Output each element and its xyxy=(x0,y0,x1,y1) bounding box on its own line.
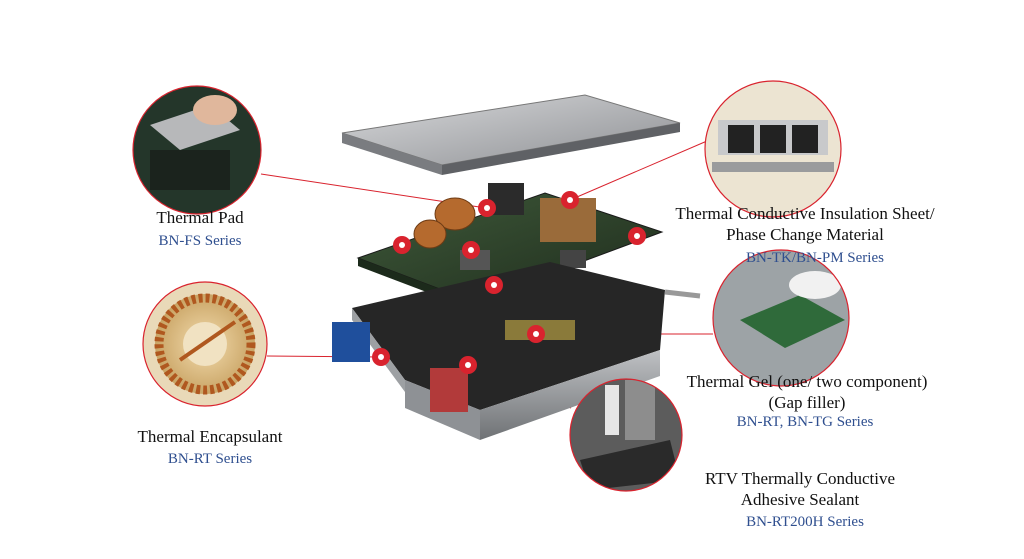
rtv-sealant-label-line1: RTV Thermally Conductive xyxy=(704,469,896,488)
thermal-gel-label-line1: Thermal Gel (one/ two component) xyxy=(686,372,928,391)
insulation-sheet-label-line1: Thermal Conductive Insulation Sheet/ xyxy=(675,204,935,223)
thermal-encapsulant-series: BN-RT Series xyxy=(167,451,253,467)
thermal-gel-series: BN-RT, BN-TG Series xyxy=(736,414,874,430)
marker-dots xyxy=(372,191,646,374)
thermal-pad-series: BN-FS Series xyxy=(158,233,242,249)
thermal-pad-photo xyxy=(132,85,262,215)
insulation-sheet-label-line2: Phase Change Material xyxy=(726,225,884,244)
toroid-coil-photo xyxy=(142,281,268,407)
rtv-sealant-label-line2: Adhesive Sealant xyxy=(740,490,860,509)
thermal-gel-label-line2: (Gap filler) xyxy=(768,393,846,412)
rtv-dispensing-photo xyxy=(569,378,683,492)
insulation-sheet-photo xyxy=(704,80,842,218)
thermal-encapsulant-label: Thermal Encapsulant xyxy=(137,427,283,446)
thermal-gel-photo xyxy=(712,249,850,387)
lid xyxy=(341,94,681,175)
thermal-pad-label: Thermal Pad xyxy=(156,208,244,227)
housing xyxy=(332,262,701,440)
insulation-sheet-series: BN-TK/BN-PM Series xyxy=(746,250,884,266)
rtv-sealant-series: BN-RT200H Series xyxy=(746,514,864,530)
